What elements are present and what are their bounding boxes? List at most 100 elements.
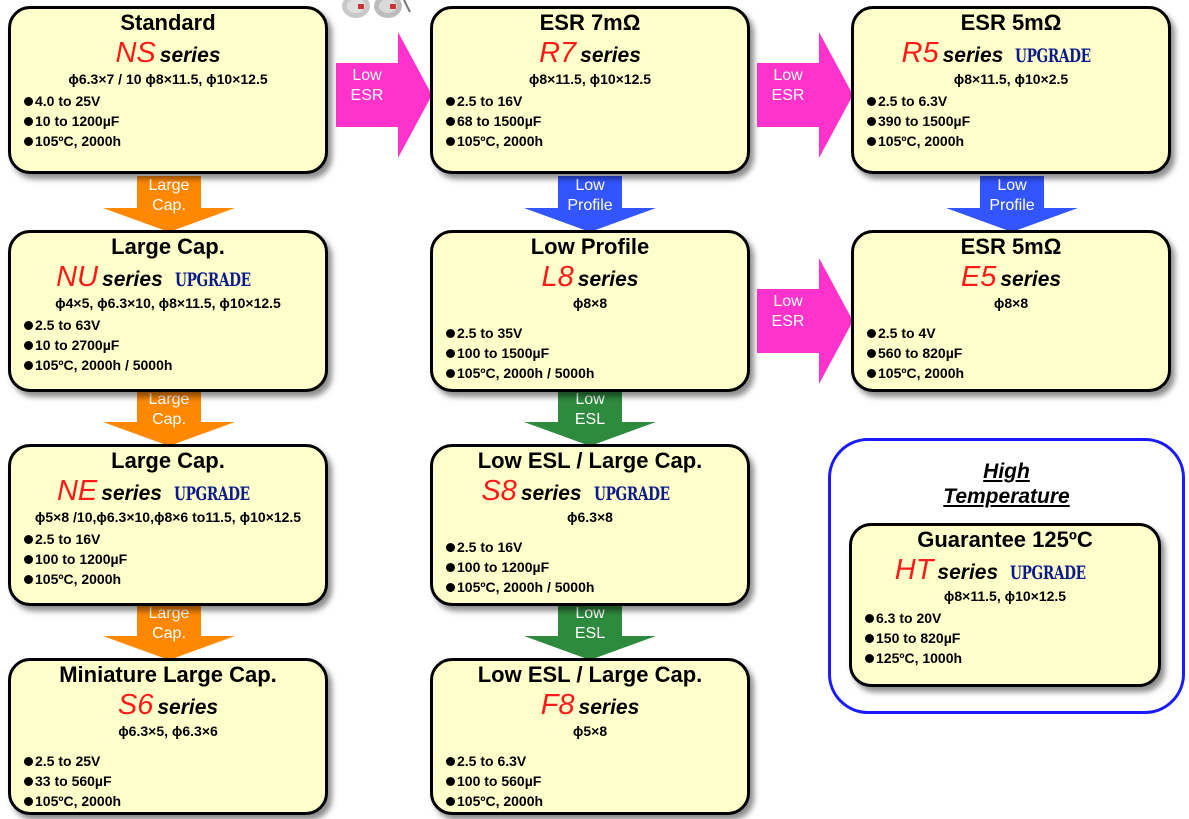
high-temperature-title-line1: High <box>983 460 1030 483</box>
spec-list: 2.5 to 25V 33 to 560µF 105ºC, 2000h <box>11 751 325 811</box>
arrow-r7-to-l8: Low Profile <box>524 176 656 232</box>
bullet-icon <box>446 349 455 358</box>
spec-item: 2.5 to 6.3V <box>446 751 747 771</box>
bullet-icon <box>24 361 33 370</box>
arrow-label-line2: ESR <box>771 313 805 330</box>
spec-text: 2.5 to 4V <box>878 325 936 341</box>
case-size: ϕ8×8 <box>572 295 608 311</box>
arrow-label-line2: Profile <box>989 197 1035 214</box>
series-word: series <box>159 44 221 67</box>
bullet-icon <box>446 797 455 806</box>
spec-text: 6.3 to 20V <box>876 610 942 626</box>
series-word: series <box>580 44 641 67</box>
spec-item: 33 to 560µF <box>24 771 325 791</box>
spec-text: 33 to 560µF <box>35 773 112 789</box>
spec-item: 105ºC, 2000h <box>867 363 1168 383</box>
series-word: series <box>578 696 640 719</box>
bullet-icon <box>446 137 455 146</box>
spec-item: 2.5 to 16V <box>446 537 747 557</box>
spec-item: 105ºC, 2000h <box>24 791 325 811</box>
case-size: ϕ5×8 /10,ϕ6.3×10,ϕ8×6 to11.5, ϕ10×12.5 <box>34 509 302 525</box>
bullet-icon <box>24 575 33 584</box>
arrow-label-line1: Large <box>148 605 190 622</box>
series-name: F8 <box>540 689 575 721</box>
spec-item: 2.5 to 25V <box>24 751 325 771</box>
card-title: Low ESL / Large Cap. <box>477 448 703 473</box>
arrow-r5-to-e5: Low Profile <box>946 176 1078 232</box>
bullet-icon <box>865 654 874 663</box>
arrow-l8-to-s8: Low ESL <box>524 390 656 446</box>
series-word: series <box>1000 268 1062 291</box>
series-name: NS <box>115 37 156 69</box>
spec-item: 125ºC, 1000h <box>865 648 1158 668</box>
high-temperature-title-line2: Temperature <box>943 485 1070 508</box>
spec-text: 105ºC, 2000h / 5000h <box>457 579 595 595</box>
upgrade-badge: UPGRADE <box>173 483 250 505</box>
series-name: L8 <box>541 261 574 293</box>
card-title: ESR 5mΩ <box>960 234 1062 259</box>
arrow-label-line1: Low <box>352 67 382 84</box>
spec-text: 105ºC, 2000h <box>878 133 965 149</box>
card-title: Standard <box>120 10 216 35</box>
arrow-l8-to-e5: Low ESR <box>757 258 853 384</box>
spec-text: 4.0 to 25V <box>35 93 101 109</box>
arrow-label-line1: Low <box>575 177 605 194</box>
bullet-icon <box>867 369 876 378</box>
spec-list: 2.5 to 4V 560 to 820µF 105ºC, 2000h <box>854 323 1168 383</box>
spec-item: 68 to 1500µF <box>446 111 747 131</box>
arrow-r7-to-r5: Low ESR <box>757 32 853 158</box>
spec-text: 100 to 560µF <box>457 773 542 789</box>
arrow-ns-to-nu: Large Cap. <box>103 176 235 232</box>
case-size: ϕ8×8 <box>993 295 1029 311</box>
bullet-icon <box>867 137 876 146</box>
bullet-icon <box>446 369 455 378</box>
spec-item: 6.3 to 20V <box>865 608 1158 628</box>
spec-text: 2.5 to 6.3V <box>878 93 948 109</box>
spec-item: 2.5 to 63V <box>24 315 325 335</box>
spec-item: 10 to 2700µF <box>24 335 325 355</box>
spec-text: 100 to 1200µF <box>457 559 550 575</box>
spec-text: 560 to 820µF <box>878 345 963 361</box>
spec-text: 2.5 to 16V <box>35 531 101 547</box>
spec-item: 2.5 to 16V <box>24 529 325 549</box>
spec-text: 125ºC, 1000h <box>876 650 963 666</box>
bullet-icon <box>446 97 455 106</box>
bullet-icon <box>24 97 33 106</box>
case-size: ϕ6.3×7 / 10 ϕ8×11.5, ϕ10×12.5 <box>68 71 268 87</box>
bullet-icon <box>446 543 455 552</box>
arrow-label-line2: Profile <box>567 197 613 214</box>
arrow-label-line2: ESR <box>350 87 384 104</box>
bullet-icon <box>24 137 33 146</box>
spec-item: 105ºC, 2000h / 5000h <box>446 363 747 383</box>
case-size: ϕ8×11.5, ϕ10×12.5 <box>528 71 652 87</box>
card-title: Guarantee 125ºC <box>917 527 1093 552</box>
spec-item: 2.5 to 4V <box>867 323 1168 343</box>
series-word: series <box>157 696 219 719</box>
series-word: series <box>520 482 582 505</box>
spec-list: 2.5 to 6.3V 100 to 560µF 105ºC, 2000h <box>433 751 747 811</box>
arrow-label-line2: Cap. <box>152 625 186 642</box>
bullet-icon <box>24 117 33 126</box>
series-word: series <box>937 561 999 584</box>
spec-text: 105ºC, 2000h <box>35 133 122 149</box>
spec-item: 2.5 to 6.3V <box>867 91 1168 111</box>
spec-text: 2.5 to 16V <box>457 93 523 109</box>
spec-text: 105ºC, 2000h <box>457 793 544 809</box>
bullet-icon <box>865 634 874 643</box>
spec-text: 68 to 1500µF <box>457 113 542 129</box>
